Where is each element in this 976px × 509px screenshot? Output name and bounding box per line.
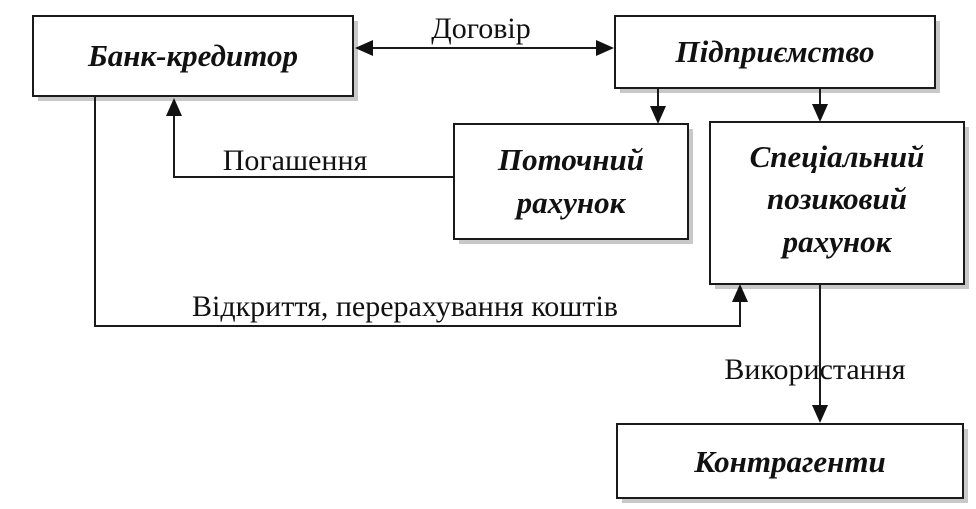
enterprise-label: Підприємство xyxy=(674,34,874,69)
usage-arrow xyxy=(812,284,828,423)
contract-label: Договір xyxy=(431,12,531,45)
current-account-box: Поточний рахунок xyxy=(453,123,689,240)
opening-arrow xyxy=(94,96,748,327)
contract-arrowhead-left xyxy=(355,40,373,56)
enterprise-to-special-arrow xyxy=(812,88,828,122)
current-account-label-line-1: Поточний xyxy=(497,142,644,177)
bank-box: Банк-кредитор xyxy=(32,15,354,97)
contract-arrowhead-right xyxy=(596,40,614,56)
bank-label: Банк-кредитор xyxy=(87,38,298,73)
current-account-label-line-2: рахунок xyxy=(514,185,627,220)
usage-label: Використання xyxy=(724,353,905,386)
counterparties-box: Контрагенти xyxy=(616,423,964,499)
opening-label: Відкриття, перерахування коштів xyxy=(192,290,618,323)
repayment-arrow xyxy=(166,98,454,178)
repayment-label: Погашення xyxy=(223,144,368,177)
enterprise-to-current-arrow xyxy=(650,88,666,124)
special-account-label-line-3: рахунок xyxy=(780,224,893,259)
enterprise-box: Підприємство xyxy=(614,15,936,89)
contract-arrow xyxy=(355,40,614,56)
counterparties-label: Контрагенти xyxy=(693,444,885,479)
special-account-label-line-2: позиковий xyxy=(767,181,907,216)
special-account-box: Спеціальний позиковий рахунок xyxy=(709,121,965,285)
special-account-label-line-1: Спеціальний xyxy=(750,139,925,174)
